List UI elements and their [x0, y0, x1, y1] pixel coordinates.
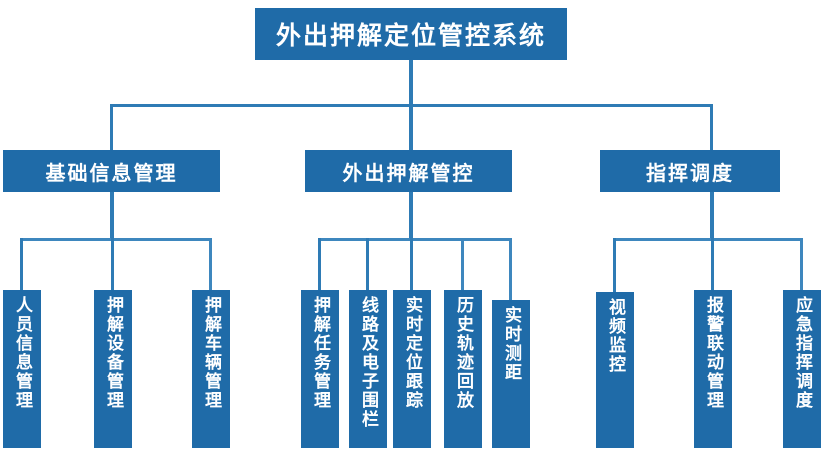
- connector-branch2-drop-2: [366, 238, 369, 290]
- leaf-node-route-and-geofence[interactable]: 线路及电子围栏: [349, 290, 387, 448]
- connector-branch3-drop-1: [613, 238, 616, 292]
- leaf-node-escort-task-management[interactable]: 押解任务管理: [301, 290, 339, 448]
- connector-branch1-drop-1: [20, 238, 23, 290]
- connector-branch2-drop-5: [509, 238, 512, 300]
- connector-drop-branch-1: [110, 104, 113, 151]
- connector-drop-branch-3: [710, 104, 713, 151]
- connector-branch2-bus: [318, 238, 512, 241]
- leaf-node-personnel-info-management[interactable]: 人员信息管理: [3, 290, 41, 448]
- connector-branch2-stem: [409, 192, 413, 240]
- leaf-node-escort-equipment-management[interactable]: 押解设备管理: [94, 290, 132, 448]
- connector-drop-branch-2: [409, 104, 413, 151]
- connector-branch1-bus: [20, 238, 212, 241]
- connector-root-stem: [409, 60, 413, 106]
- leaf-node-realtime-location-tracking[interactable]: 实时定位跟踪: [393, 290, 431, 448]
- connector-branch1-drop-2: [111, 238, 114, 290]
- connector-branch1-stem: [110, 192, 114, 240]
- leaf-node-emergency-command-dispatch[interactable]: 应急指挥调度: [783, 290, 821, 448]
- leaf-node-video-surveillance[interactable]: 视频监控: [596, 292, 634, 448]
- leaf-node-realtime-distance-measure[interactable]: 实时测距: [492, 300, 530, 448]
- connector-branch2-drop-3: [410, 238, 413, 290]
- branch-node-1[interactable]: 基础信息管理: [3, 150, 220, 192]
- leaf-node-escort-vehicle-management[interactable]: 押解车辆管理: [192, 290, 230, 448]
- connector-branch3-bus: [613, 238, 803, 241]
- leaf-node-history-track-playback[interactable]: 历史轨迹回放: [444, 290, 482, 448]
- connector-branch3-drop-2: [711, 238, 714, 290]
- connector-branch2-drop-1: [318, 238, 321, 290]
- connector-branch2-drop-4: [461, 238, 464, 290]
- branch-node-3[interactable]: 指挥调度: [600, 150, 780, 192]
- connector-branch3-stem: [710, 192, 714, 240]
- connector-branch1-drop-3: [209, 238, 212, 290]
- connector-branch3-drop-3: [800, 238, 803, 290]
- leaf-node-alarm-linkage-management[interactable]: 报警联动管理: [694, 290, 732, 448]
- root-node-system[interactable]: 外出押解定位管控系统: [255, 8, 567, 60]
- branch-node-2[interactable]: 外出押解管控: [305, 150, 512, 192]
